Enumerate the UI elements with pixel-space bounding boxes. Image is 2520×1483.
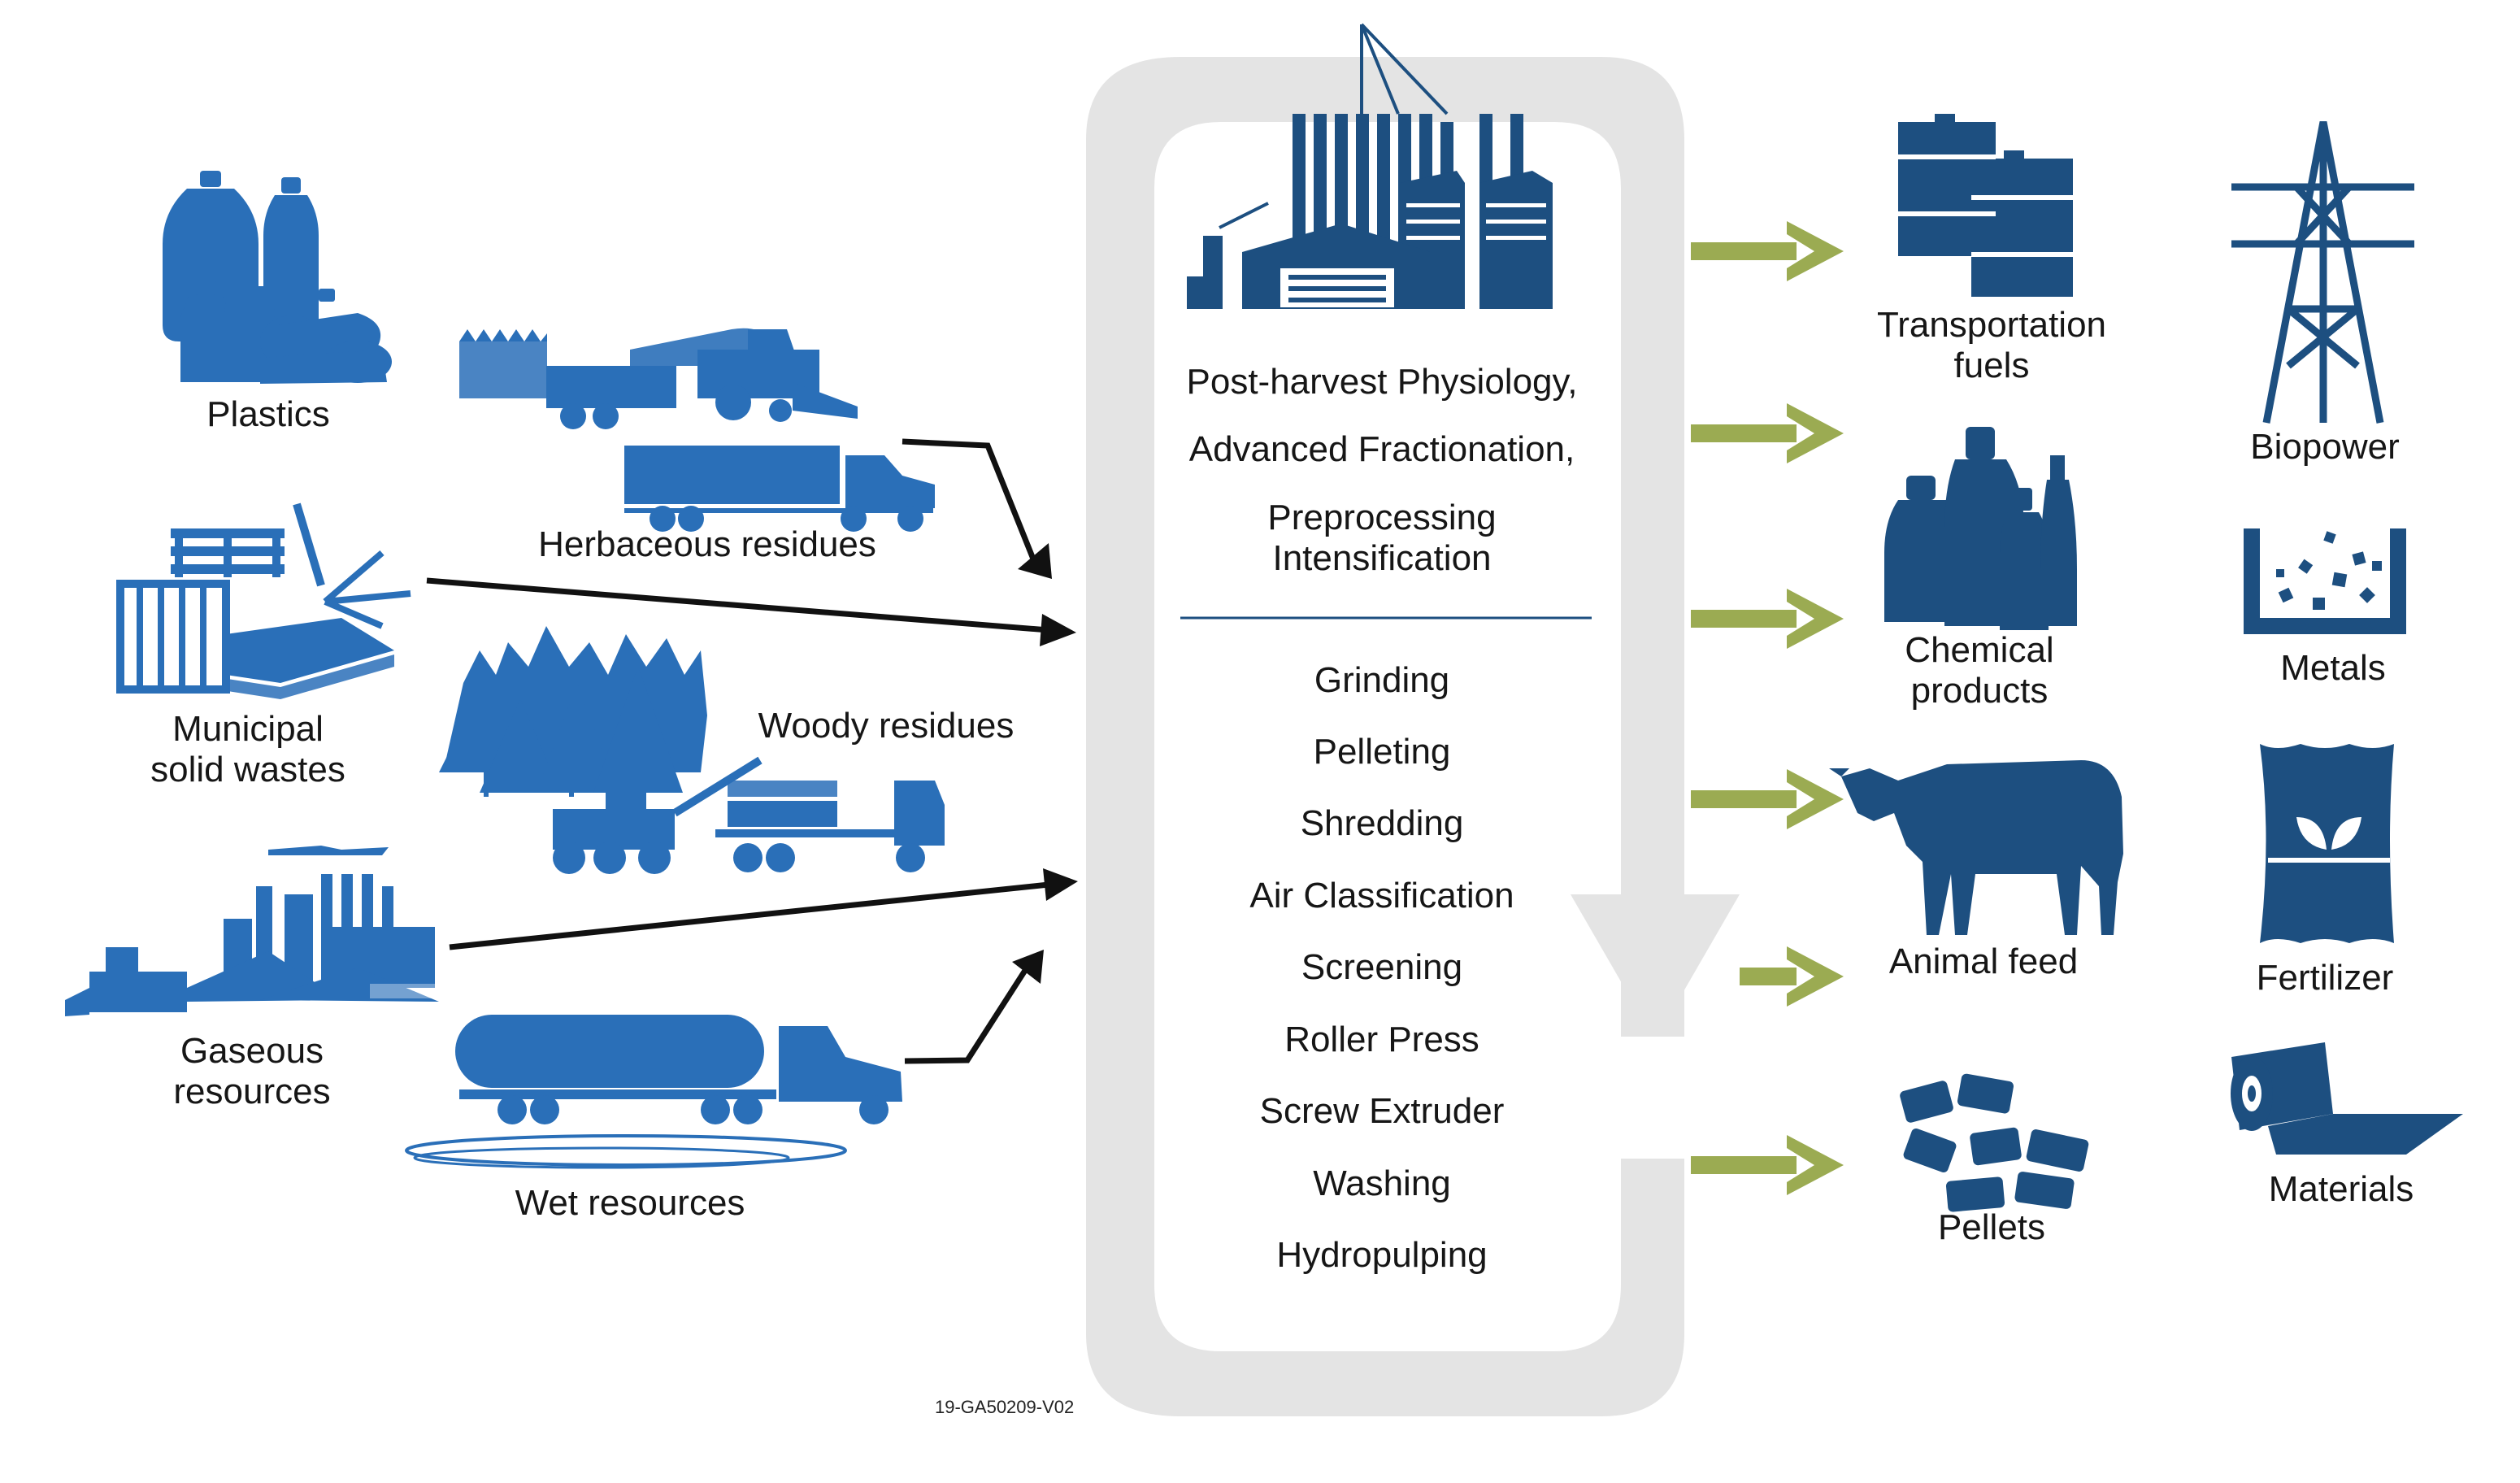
arrow-to-pellets: [1691, 1135, 1844, 1195]
cow-icon: [1829, 760, 2123, 935]
label-line: Municipal: [172, 709, 324, 749]
input-label-msw: Municipal solid wastes: [114, 709, 382, 790]
arrow-to-fuels: [1691, 221, 1844, 281]
label-line: Materials: [2268, 1169, 2414, 1209]
output-label-chemicals: Chemical products: [1862, 630, 2097, 711]
arrow-to-chemicals-2: [1691, 589, 1844, 649]
metals-bin-icon: [2244, 528, 2406, 634]
input-label-woody: Woody residues: [732, 706, 1041, 746]
forest-logging-truck-icon: [439, 626, 945, 874]
arrow-to-chemicals-1: [1691, 403, 1844, 463]
output-label-feed: Animal feed: [1853, 942, 2114, 982]
fertilizer-bag-icon: [2260, 744, 2394, 943]
arrow-gaseous: [449, 881, 1049, 950]
label-line: Wet resources: [515, 1183, 745, 1223]
label-line: Transportation: [1876, 305, 2107, 345]
research-line-3: Preprocessing: [1267, 498, 1497, 537]
label-line: Plastics: [206, 394, 330, 434]
pallets-waste-icon: [116, 502, 411, 699]
label-line: Herbaceous residues: [538, 524, 876, 564]
input-arrows: [426, 438, 1078, 1064]
step-screening: Screening: [1301, 947, 1463, 987]
biorefinery-icon: [1187, 23, 1553, 309]
crop-field-icon: [459, 329, 547, 398]
label-line: Metals: [2280, 648, 2386, 688]
output-label-fuels: Transportation fuels: [1853, 305, 2130, 386]
loop-arrowhead: [1571, 894, 1740, 1041]
power-tower-icon: [2231, 121, 2414, 424]
research-line-2: Advanced Fractionation,: [1188, 429, 1575, 469]
step-pelleting: Pelleting: [1313, 732, 1451, 772]
label-line: solid wastes: [150, 750, 345, 789]
label-line: products: [1910, 671, 2049, 711]
figure-code: 19-GA50209-V02: [935, 1397, 1075, 1417]
output-label-biopower: Biopower: [2203, 427, 2447, 468]
label-line: Biopower: [2250, 427, 2400, 467]
output-label-materials: Materials: [2219, 1169, 2463, 1210]
plastic-bottles-icon: [163, 171, 392, 384]
factory-bulldozer-icon: [65, 846, 439, 1016]
loop-frame: [1086, 57, 1684, 1416]
process-loop: [1086, 57, 1740, 1416]
label-line: Pellets: [1937, 1207, 2046, 1247]
fuel-barrels-icon: [1898, 114, 2073, 297]
input-label-herbaceous: Herbaceous residues: [504, 524, 910, 565]
step-screw-extruder: Screw Extruder: [1259, 1091, 1505, 1131]
material-roll-icon: [2231, 1042, 2463, 1155]
chemical-bottles-icon: [1884, 427, 2077, 630]
label-line: Gaseous: [180, 1031, 324, 1071]
tanker-truck-icon: [405, 1015, 902, 1169]
research-line-4: Intensification: [1272, 538, 1492, 578]
label-line: resources: [173, 1072, 331, 1111]
output-label-fertilizer: Fertilizer: [2203, 958, 2447, 998]
pellets-icon: [1900, 1073, 2089, 1212]
input-label-gaseous: Gaseous resources: [130, 1031, 374, 1112]
step-washing: Washing: [1313, 1163, 1451, 1203]
arrow-to-feed: [1691, 769, 1844, 829]
harvester-truck-icon: [459, 328, 935, 532]
arrow-msw: [426, 577, 1049, 633]
label-line: Fertilizer: [2256, 958, 2394, 998]
output-arrows: [1691, 221, 1844, 1195]
step-roller-press: Roller Press: [1284, 1020, 1479, 1059]
step-hydropulping: Hydropulping: [1276, 1235, 1488, 1275]
label-line: Woody residues: [758, 706, 1015, 746]
label-line: Animal feed: [1888, 942, 2079, 981]
label-line: fuels: [1953, 346, 2030, 385]
step-air-classification: Air Classification: [1249, 876, 1514, 915]
arrow-to-feed-2: [1740, 946, 1844, 1007]
input-label-wet: Wet resources: [480, 1183, 780, 1224]
arrow-herbaceous: [902, 438, 1037, 563]
output-label-metals: Metals: [2211, 648, 2455, 689]
research-line-1: Post-harvest Physiology,: [1186, 362, 1578, 402]
input-label-plastics: Plastics: [154, 394, 382, 435]
step-grinding: Grinding: [1314, 660, 1450, 700]
arrow-wet: [904, 968, 1028, 1064]
step-shredding: Shredding: [1300, 803, 1464, 843]
output-label-pellets: Pellets: [1870, 1207, 2114, 1248]
label-line: Chemical: [1905, 630, 2054, 670]
